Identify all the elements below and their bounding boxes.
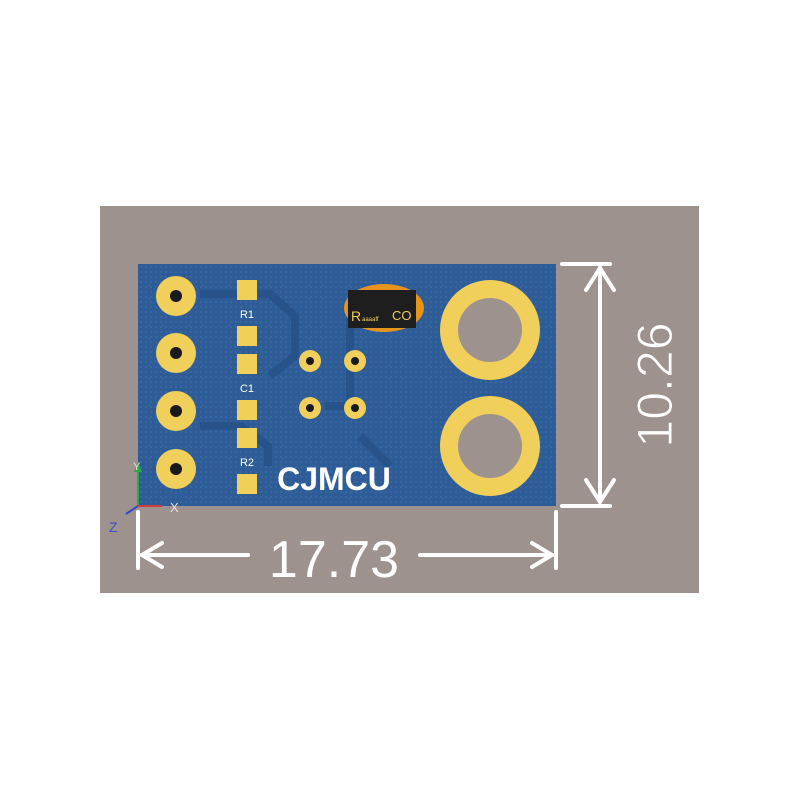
ref-r2: R2 [240,457,254,469]
width-dimension [136,510,558,570]
via-4 [344,397,366,419]
width-dimension-label: 17.73 [269,531,399,589]
axis-triad: X Y Z [109,461,179,535]
cad-viewport[interactable]: R1 C1 R2 R aaaaff CO CJMCU [100,206,699,593]
sensor-chip: R aaaaff CO [344,284,424,332]
chip-logo-small-text: aaaaff [362,317,379,323]
r1-pad-a [237,280,257,300]
header-pin-3 [156,391,196,431]
r1-pad-b [237,326,257,346]
ref-r1: R1 [240,309,254,321]
height-dimension [560,262,616,508]
r2-pad-a [237,428,257,448]
c1-pad-b [237,400,257,420]
via-3 [299,397,321,419]
c1-pad-a [237,354,257,374]
axis-x-label: X [170,500,179,515]
height-dimension-label: 10.26 [627,322,683,447]
r2-pad-b [237,474,257,494]
header-pin-2 [156,333,196,373]
header-pins [156,276,196,489]
smd-pads [237,280,257,494]
vias [299,350,366,419]
mounting-holes [440,280,540,496]
header-pin-4 [156,449,196,489]
ref-c1: C1 [240,383,254,395]
axis-z-label: Z [109,519,118,535]
mounting-hole-bottom [440,396,540,496]
header-pin-1 [156,276,196,316]
mounting-hole-top [440,280,540,380]
axis-y-label: Y [133,461,141,473]
via-1 [299,350,321,372]
chip-logo-big-letter: R [351,308,361,324]
pcb-scene: R1 C1 R2 R aaaaff CO CJMCU [109,262,684,589]
chip-logo-right-text: CO [392,308,412,323]
board-name: CJMCU [277,461,391,497]
via-2 [344,350,366,372]
